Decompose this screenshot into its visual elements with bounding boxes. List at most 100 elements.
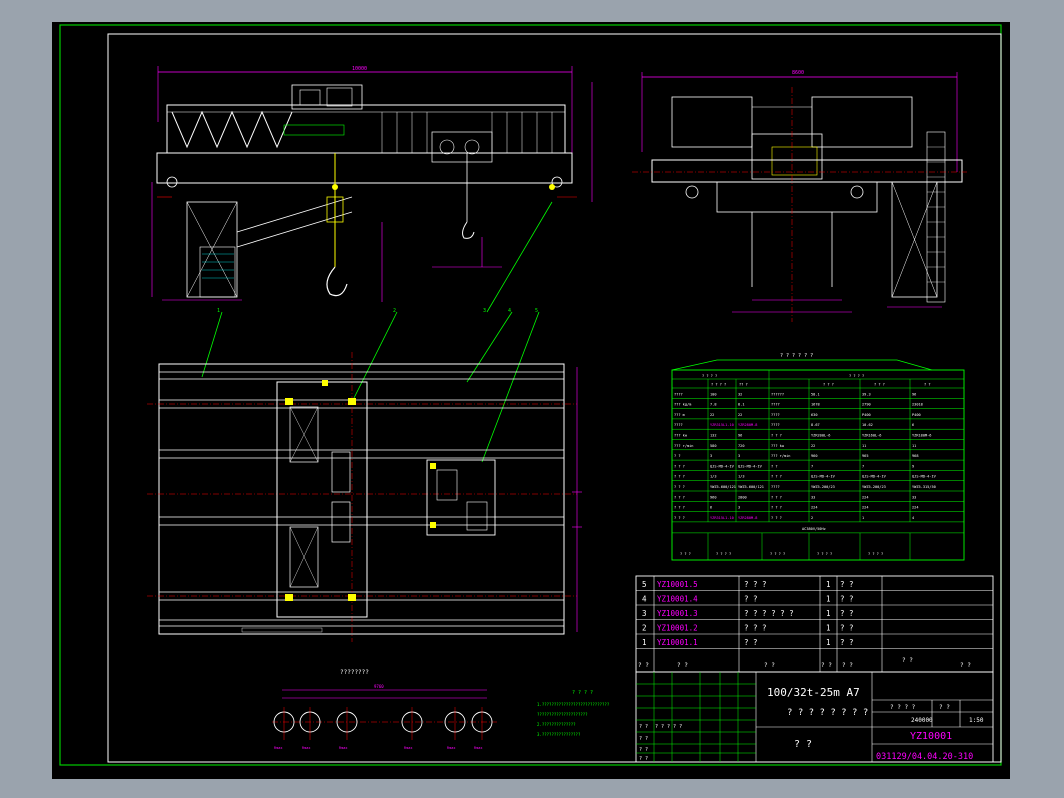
side-elevation-view: 8600 (632, 70, 967, 322)
title-block: ? ? ? ? ? ? ? ? ? ? ? ? ? 100/32t-25m A7… (635, 671, 994, 763)
callout-4: 4 (508, 308, 511, 314)
bom-code: YZ10001.3 (657, 609, 698, 618)
spec-cell: ???? (771, 423, 780, 427)
bom-header-weight: ? ? (902, 657, 913, 664)
bom-name: ? ? (744, 595, 758, 604)
spec-footer-cell: ? ? ? ? (770, 552, 785, 556)
technical-notes: ? ? ? ? 1.???????????????????????????? ?… (537, 690, 610, 737)
spec-cell: ? ? ? (771, 434, 782, 438)
tb-row-label-3: ? ? (639, 747, 648, 753)
spec-cell: ? ? ? (674, 475, 685, 479)
spec-cell: YWZ5-600/121 (710, 485, 736, 489)
file-reference: 031129/04.04.20-310 (876, 752, 973, 762)
spec-cell: 32 (738, 392, 742, 396)
spec-cell: 960 (811, 454, 818, 458)
spec-cell: ? ? ? (771, 516, 782, 520)
spec-cell: 8.67 (811, 423, 820, 427)
spec-cell: ??? kg/m (674, 403, 691, 407)
bom-name: ? ? ? ? ? ? (744, 609, 794, 618)
spec-cell: 224 (862, 506, 869, 510)
spec-cell: 968 (912, 454, 919, 458)
spec-cell: 3 (738, 454, 740, 458)
spec-cell: YZR315L1-10 (710, 516, 734, 520)
note-line-4: 3.???????????????? (537, 732, 581, 737)
spec-cell: ? ? ? (674, 516, 685, 520)
svg-text:Rmax: Rmax (302, 746, 310, 750)
spec-cell: 58.1 (811, 392, 820, 396)
spec-cell: YWZ5-600/121 (738, 485, 764, 489)
bom-header-note: ? ? (960, 662, 971, 669)
spec-cell: QJS-MD-4-IV (811, 475, 836, 479)
spec-cell: ?????? (771, 392, 784, 396)
weight-value: 240000 (911, 717, 933, 724)
plan-view (147, 352, 582, 642)
spec-col-secondary: ?? ? (739, 383, 748, 387)
svg-text:Rmax: Rmax (404, 746, 412, 750)
bom-header-qty: ? ? (821, 662, 832, 669)
spec-cell: 7 (811, 464, 813, 468)
spec-cell: 224 (811, 506, 818, 510)
bom-header-name: ? ? (764, 662, 775, 669)
section-title: ???????? (340, 669, 369, 676)
spec-cell: ? ? ? (674, 485, 685, 489)
spec-cell: 2790 (862, 403, 871, 407)
spec-footer-cell: ? ? ? ? (817, 552, 832, 556)
power-supply: AC380V/50Hz (802, 527, 826, 531)
svg-text:Rmax: Rmax (274, 746, 282, 750)
spec-cell: 6 (912, 423, 914, 427)
bom-name: ? ? ? (744, 624, 767, 633)
cad-viewport[interactable]: 10000 (52, 22, 1010, 779)
spec-cell: YZR160L-6 (862, 434, 881, 438)
spec-cell: YZR315L1-10 (710, 423, 734, 427)
bom-qty: 1 (826, 580, 831, 589)
spec-cell: 580 (710, 444, 717, 448)
spec-cell: ? ? (674, 454, 681, 458)
spec-cell: 22 (738, 413, 742, 417)
bom-qty: 1 (826, 609, 831, 618)
spec-cell: 965 (862, 454, 869, 458)
spec-cell: YZR180M-6 (912, 434, 931, 438)
spec-cell: 7.8 (710, 403, 717, 407)
callout-leaders: 1 2 3 4 5 (201, 201, 553, 463)
spec-col-main: ? ? ? ? (711, 383, 726, 387)
spec-cell: 3 (738, 506, 740, 510)
bom-code: YZ10001.1 (657, 638, 698, 647)
spec-footer-cell: ? ? ? ? (868, 552, 883, 556)
spec-cell: QJS-MD-4-IV (862, 475, 887, 479)
notes-title: ? ? ? ? (572, 690, 593, 696)
drawing-subtitle: ? ? ? ? ? ? ? ? (787, 708, 868, 718)
company-name: ? ? (794, 739, 812, 750)
bom-note: ? ? (840, 595, 854, 604)
spec-cell: 3 (710, 454, 712, 458)
spec-cell: ? ? ? (674, 506, 685, 510)
tb-row-label-4: ? ? (639, 756, 648, 762)
stage-label: ? ? (939, 704, 950, 711)
tb-row-label-1: ? ? ? ? ? (655, 724, 682, 730)
spec-cell: 2800 (738, 495, 747, 499)
svg-text:Rmax: Rmax (339, 746, 347, 750)
spec-cell: ? ? ? (771, 495, 782, 499)
bom-header-material: ? ? (842, 662, 853, 669)
spec-cell: QJS-MD-4-IV (710, 464, 735, 468)
spec-cell: ? ? ? (674, 495, 685, 499)
drawing-canvas: 10000 (59, 24, 1002, 766)
dim-span-side: 8600 (792, 70, 804, 76)
drawing-title: 100/32t-25m A7 (767, 686, 860, 699)
bom-num: 3 (642, 609, 647, 618)
spec-cell: YWZ5-315/50 (912, 485, 936, 489)
spec-cell: ??? kw (674, 434, 688, 438)
bom-num: 1 (642, 638, 647, 647)
spec-cell: 96 (738, 434, 742, 438)
spec-cell: QJS-MD-4-IV (912, 475, 937, 479)
drawing-number: YZ10001 (910, 731, 952, 742)
bom-header-code: ? ? (677, 662, 688, 669)
spec-cell: ? ? ? (771, 475, 782, 479)
dim-span-top: 10000 (352, 66, 367, 72)
bom-num: 2 (642, 624, 647, 633)
svg-text:Rmax: Rmax (447, 746, 455, 750)
spec-cell: ???? (771, 413, 780, 417)
callout-2: 2 (393, 308, 396, 314)
spec-aux-col: ? ? (924, 383, 931, 387)
spec-cell: ??? r/min (674, 444, 693, 448)
